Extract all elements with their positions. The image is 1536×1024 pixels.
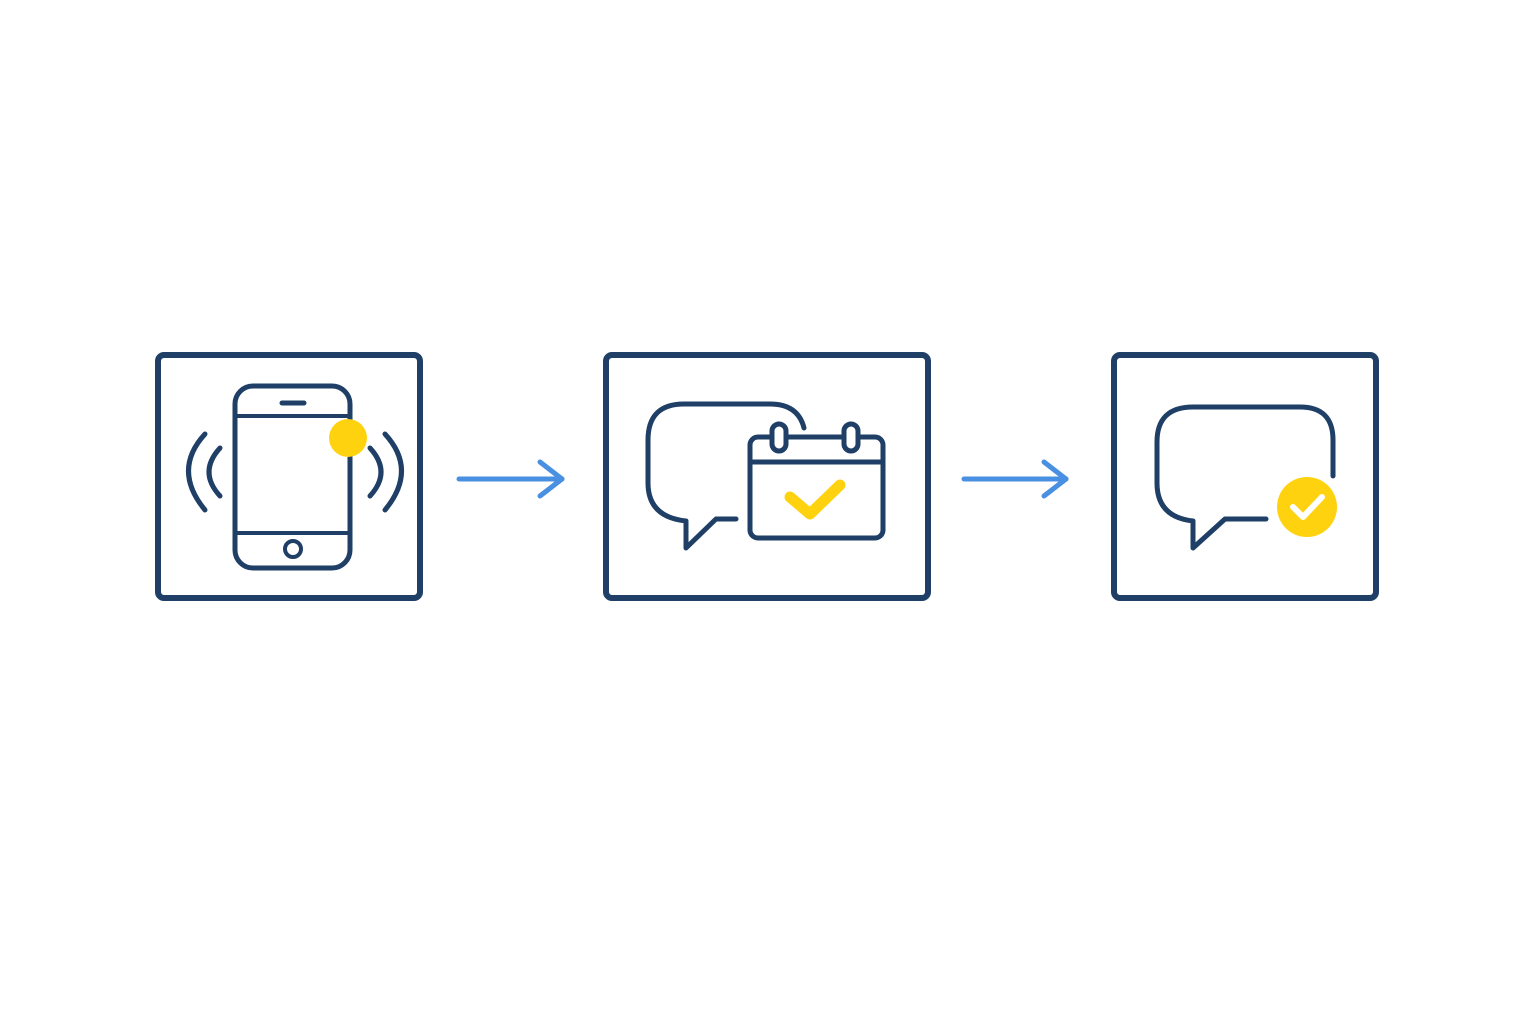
calendar-check-mark — [784, 479, 846, 520]
check-badge — [1277, 477, 1337, 537]
arrow-right-icon — [961, 459, 1069, 499]
arrow-right-icon — [456, 459, 565, 499]
phone-home-button — [283, 539, 303, 559]
chat-bubble-calendar-check-icon — [645, 401, 886, 551]
vibration-wave-right-outer — [382, 431, 404, 513]
vibration-wave-right-inner — [367, 445, 384, 499]
phone-body — [232, 383, 353, 571]
vibration-wave-left-outer — [186, 431, 208, 513]
notification-dot — [329, 419, 367, 457]
chat-bubble-outline — [1154, 404, 1336, 551]
check-badge-mark — [1290, 494, 1325, 520]
vibration-wave-left-inner — [206, 445, 223, 499]
step-1-frame — [155, 352, 423, 601]
step-2-panel — [603, 352, 931, 601]
chat-bubble-check-icon — [1154, 404, 1337, 551]
chat-bubble-outline — [645, 401, 807, 551]
step-2-frame — [603, 352, 931, 601]
calendar-ring-right — [841, 421, 861, 454]
calendar-ring-left — [769, 421, 789, 454]
vibrating-phone-notification-icon — [186, 383, 404, 571]
calendar-body — [747, 434, 886, 541]
connector-2-head — [1041, 459, 1069, 499]
connector-1-head — [537, 459, 565, 499]
step-1-panel — [155, 352, 423, 601]
step-3-frame — [1111, 352, 1379, 601]
step-3-panel — [1111, 352, 1379, 601]
